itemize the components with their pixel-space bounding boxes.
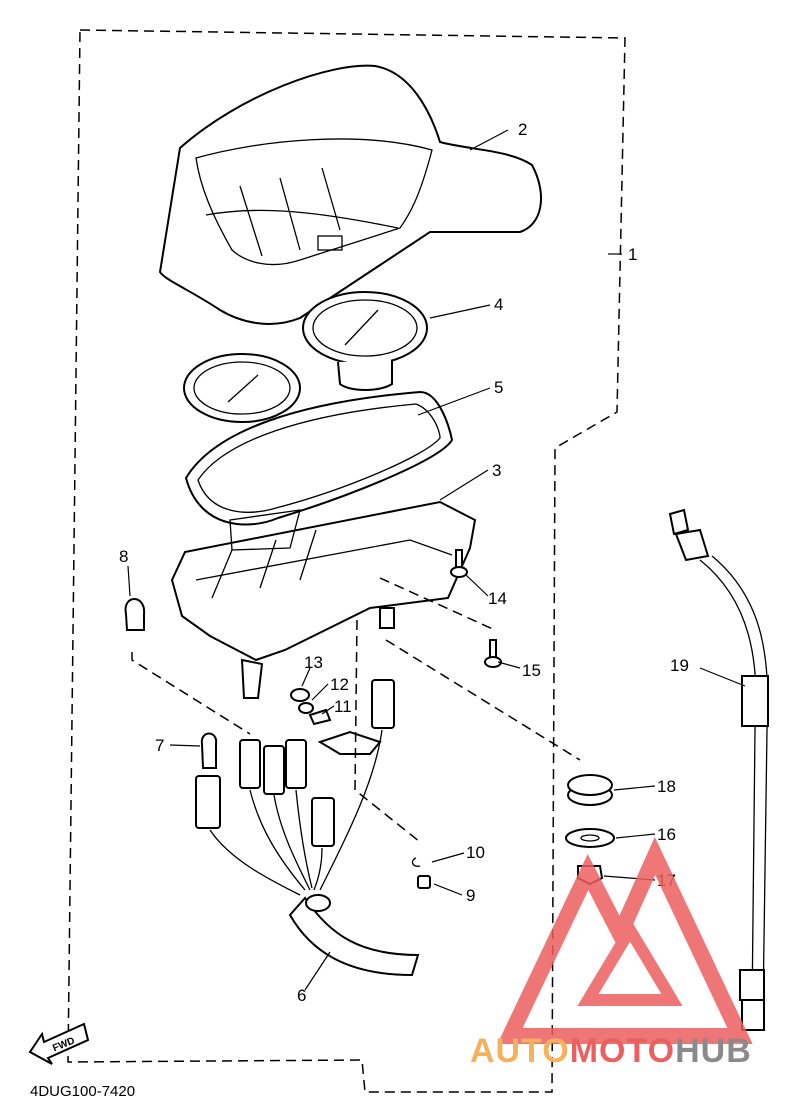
callout-14: 14 [488, 589, 507, 608]
callout-15: 15 [522, 661, 541, 680]
small-hardware [290, 549, 502, 889]
callout-12: 12 [330, 675, 349, 694]
callout-19: 19 [670, 656, 689, 675]
callout-7: 7 [155, 736, 164, 755]
watermark-text: AUTOMOTOHUB [470, 1032, 752, 1070]
callout-1: 1 [628, 245, 637, 264]
meter-assembly [183, 291, 428, 482]
callout-2: 2 [518, 120, 527, 139]
speedometer-cable [668, 508, 769, 1031]
diagram-code: 4DUG100-7420 [30, 1083, 135, 1100]
callout-13: 13 [304, 653, 323, 672]
callout-5: 5 [494, 378, 503, 397]
meter-gasket [184, 390, 454, 526]
bulb-8 [124, 598, 146, 631]
callout-6: 6 [297, 986, 306, 1005]
assembly-boundary [67, 29, 626, 1093]
leader-lines [127, 129, 746, 991]
watermark-logo [497, 836, 753, 1044]
callout-9: 9 [466, 886, 475, 905]
callout-4: 4 [494, 295, 503, 314]
watermark-auto: AUTO [470, 1032, 570, 1070]
callout-8: 8 [119, 547, 128, 566]
meter-case [170, 500, 477, 699]
bulb-7 [200, 732, 218, 769]
callout-10: 10 [466, 843, 485, 862]
callout-11: 11 [334, 697, 352, 716]
watermark-hub: HUB [675, 1032, 752, 1070]
callout-16: 16 [657, 825, 676, 844]
socket-harness [195, 679, 420, 977]
watermark-moto: MOTO [570, 1032, 675, 1070]
callout-18: 18 [657, 777, 676, 796]
fwd-arrow-icon: FWD [28, 1022, 90, 1065]
callout-3: 3 [492, 461, 501, 480]
meter-cover [158, 64, 543, 325]
